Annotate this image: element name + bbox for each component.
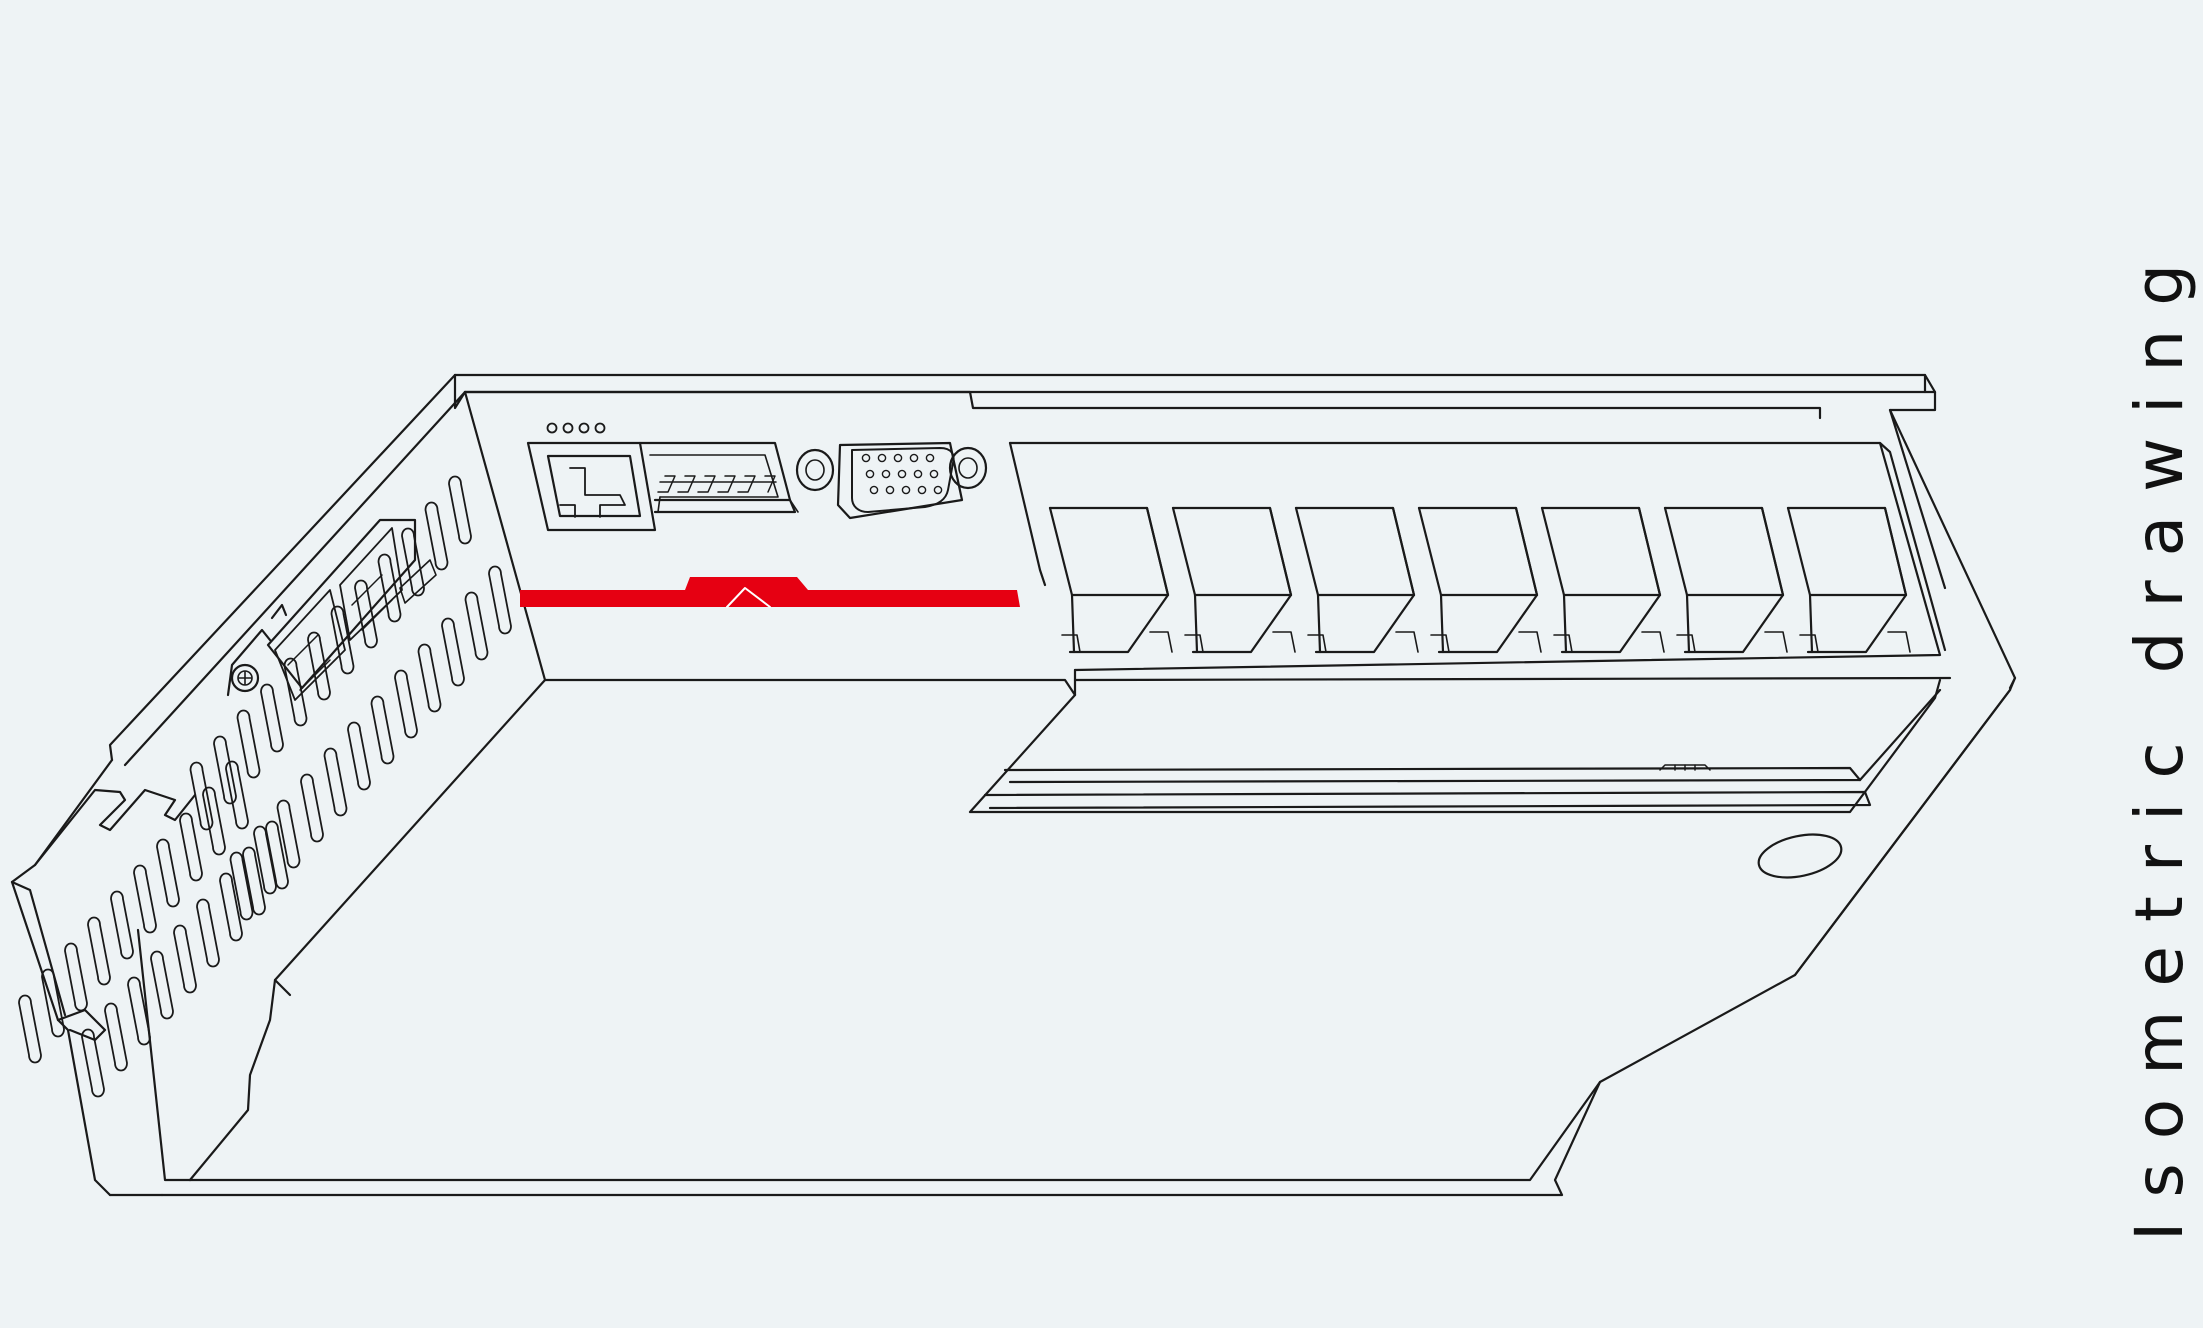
vent-slot [265, 820, 289, 890]
vent-slot [189, 761, 214, 831]
housing-outline [10, 373, 2017, 1197]
vent-slot [464, 591, 489, 661]
vent-slot [417, 643, 442, 713]
terminal-port [1171, 506, 1296, 654]
vent-slot [276, 799, 301, 869]
terminal-port-row [1048, 506, 1911, 654]
accent-stripe [520, 577, 1020, 608]
terminal-port [1786, 506, 1911, 654]
caption-container: Isometric drawing [2100, 239, 2203, 1240]
terminal-port [1417, 506, 1542, 654]
dsub-pins [861, 453, 943, 495]
vent-slot [347, 721, 371, 791]
vent-slot [253, 825, 277, 895]
dsub-pin [881, 469, 891, 479]
vent-slot [354, 579, 378, 649]
terminal-port [1048, 506, 1173, 654]
dsub-connector-icon [795, 441, 988, 520]
vent-slot [219, 872, 243, 942]
vent-slot [196, 898, 220, 968]
vent-slot [87, 916, 111, 986]
vent-slot [448, 475, 472, 545]
connector-cluster [526, 422, 988, 532]
vent-slot [41, 968, 65, 1038]
dsub-pin [877, 453, 887, 463]
dsub-pin [933, 485, 943, 495]
mounting-hole [1757, 833, 1843, 879]
vent-slot [377, 553, 402, 623]
dsub-pin [929, 469, 939, 479]
left-panel-edge [226, 628, 272, 697]
vent-slot [104, 1002, 128, 1072]
dsub-pin [865, 469, 875, 479]
pin-header-icon [638, 441, 799, 514]
vent-slot [110, 890, 134, 960]
vent-slot [64, 942, 88, 1012]
vent-slot [202, 786, 226, 856]
vent-slot [229, 851, 254, 921]
vent-slot [173, 924, 197, 994]
vent-slot [323, 747, 348, 817]
vent-slot [236, 709, 261, 779]
vent-slot [260, 683, 284, 753]
dsub-pin [885, 485, 895, 495]
vent-slot [441, 617, 465, 687]
status-led-icons [546, 422, 606, 434]
vent-slot [370, 695, 395, 765]
top-panel [463, 390, 1947, 697]
left-panel-latch [270, 603, 288, 620]
terminal-port [1663, 506, 1788, 654]
vent-slot [213, 735, 237, 805]
dsub-pin [869, 485, 879, 495]
side-ports [266, 518, 437, 701]
vent-grille [18, 475, 512, 1098]
vent-slot [424, 501, 449, 571]
front-rail [968, 676, 1952, 814]
vent-slot [225, 760, 249, 830]
vent-slot [394, 669, 418, 739]
vent-slot [18, 994, 42, 1064]
vent-slot [401, 527, 425, 597]
dsub-pin [917, 485, 927, 495]
terminal-port [1540, 506, 1665, 654]
dsub-pin [861, 453, 871, 463]
vent-slot [156, 838, 180, 908]
vent-slot [150, 950, 174, 1020]
dsub-pin [901, 485, 911, 495]
vent-slot [488, 565, 512, 635]
terminal-port [1294, 506, 1419, 654]
dsub-pin [925, 453, 935, 463]
screw-icon [230, 663, 260, 693]
vent-slot [127, 976, 151, 1046]
vent-slot [307, 631, 331, 701]
dsub-pin [913, 469, 923, 479]
vent-slot [283, 657, 308, 727]
vent-slot [81, 1028, 105, 1098]
dsub-pin [897, 469, 907, 479]
vent-slot [300, 773, 324, 843]
vent-slot [242, 846, 266, 916]
drawing-caption: Isometric drawing [2121, 239, 2199, 1241]
vent-slot [179, 812, 203, 882]
vent-slot [133, 864, 157, 934]
dsub-pin [893, 453, 903, 463]
dsub-pin [909, 453, 919, 463]
ethernet-port-icon [526, 441, 657, 532]
